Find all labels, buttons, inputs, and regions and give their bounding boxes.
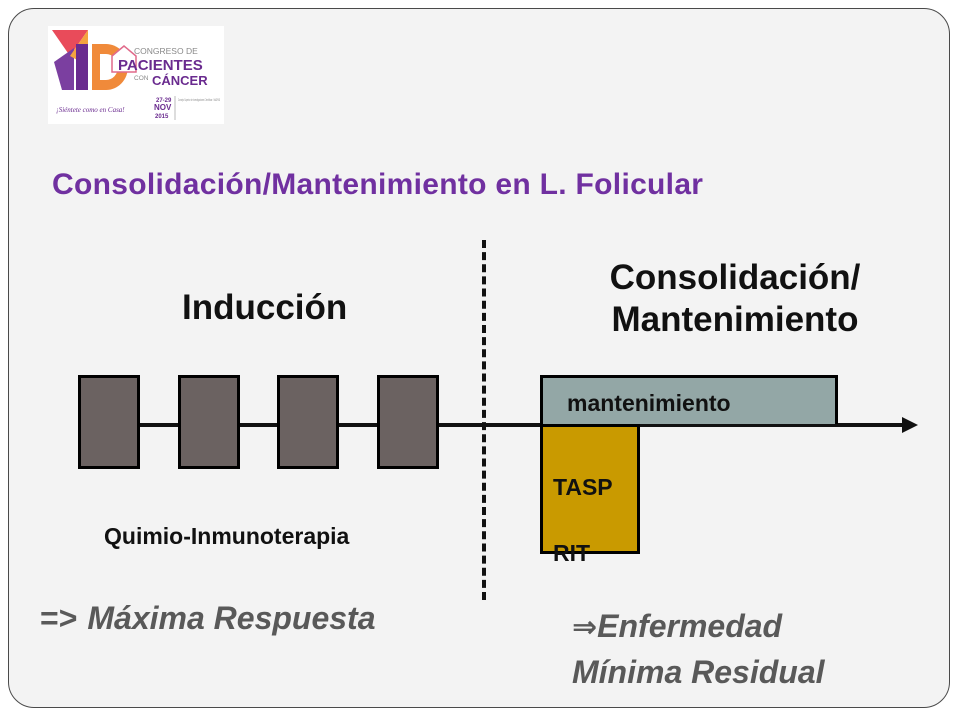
tasp-label-line2: RIT bbox=[553, 540, 591, 566]
tasp-label-line1: TASP bbox=[553, 474, 613, 500]
result-arrow-right: ⇒ bbox=[572, 611, 598, 644]
mrd-text-line2: Mínima Residual bbox=[572, 654, 825, 690]
tasp-rit-block: TASP RIT bbox=[540, 424, 640, 566]
logo-date-year: 2015 bbox=[155, 114, 169, 120]
logo-date-month: NOV bbox=[154, 103, 172, 112]
congress-logo: CONGRESO DE PACIENTES CON CÁNCER ¡Siénte… bbox=[48, 26, 224, 124]
mrd-text-line1: Enfermedad bbox=[597, 608, 783, 644]
consolidation-heading: Consolidación/ Mantenimiento bbox=[560, 257, 910, 341]
congress-logo-graphic: CONGRESO DE PACIENTES CON CÁNCER ¡Siénte… bbox=[52, 30, 220, 120]
slide-frame bbox=[8, 8, 950, 708]
logo-tagline: ¡Siéntete como en Casa! bbox=[56, 106, 125, 114]
induction-cycle-block bbox=[178, 375, 240, 469]
logo-date-days: 27-29 bbox=[156, 98, 172, 104]
consolidation-heading-line2: Mantenimiento bbox=[611, 300, 859, 339]
induction-cycle-block bbox=[78, 375, 140, 469]
tasp-rit-label: TASP RIT bbox=[553, 471, 613, 570]
logo-line3: CON bbox=[134, 75, 149, 82]
maximum-response-result: =>Máxima Respuesta bbox=[40, 600, 376, 637]
consolidation-heading-line1: Consolidación/ bbox=[609, 258, 861, 297]
result-arrow-left: => bbox=[40, 600, 78, 636]
timeline-line bbox=[78, 423, 908, 427]
induction-heading: Inducción bbox=[182, 288, 348, 327]
logo-line1: CONGRESO DE bbox=[134, 46, 198, 56]
phase-divider-dashed-line bbox=[482, 240, 486, 600]
timeline-arrow-icon bbox=[902, 417, 918, 433]
logo-line2: PACIENTES bbox=[118, 57, 203, 74]
minimal-residual-disease-result: ⇒Enfermedad Mínima Residual bbox=[572, 604, 825, 694]
chemo-immunotherapy-label: Quimio-Inmunoterapia bbox=[104, 523, 350, 549]
maintenance-label: mantenimiento bbox=[567, 390, 731, 416]
induction-cycle-block bbox=[277, 375, 339, 469]
maintenance-bar: mantenimiento bbox=[540, 375, 838, 424]
logo-venue: Consejo Superior de Investigaciones Cien… bbox=[178, 98, 220, 102]
logo-line4: CÁNCER bbox=[152, 73, 208, 88]
induction-cycle-block bbox=[377, 375, 439, 469]
slide-title: Consolidación/Mantenimiento en L. Folicu… bbox=[52, 168, 704, 201]
maximum-response-text: Máxima Respuesta bbox=[87, 600, 376, 636]
